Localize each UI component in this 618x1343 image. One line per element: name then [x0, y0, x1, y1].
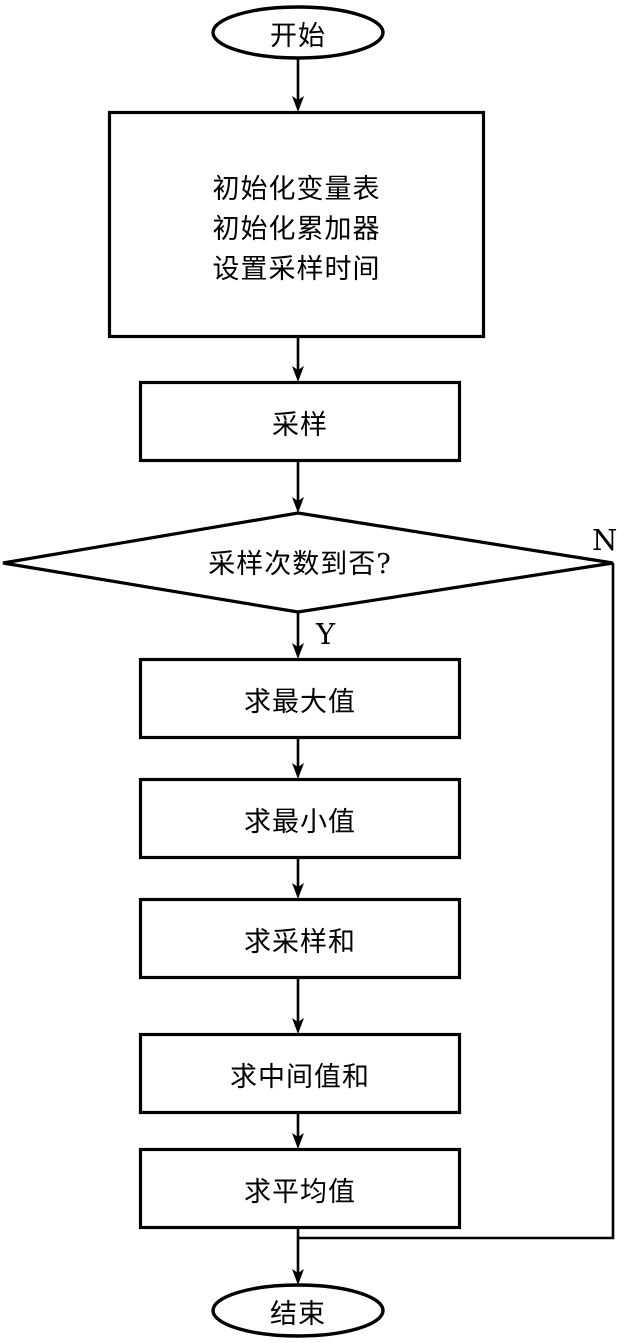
branch-label-no: N [592, 523, 618, 557]
arrow-start-to-init [292, 96, 304, 112]
avg-node-shape [138, 1147, 462, 1230]
branch-label-yes: Y [316, 617, 336, 651]
arrow-midsum-to-avg [292, 1133, 304, 1149]
end-node-shape [211, 1283, 385, 1338]
arrow-sample-to-decide [292, 497, 304, 513]
arrow-avg-to-end [292, 1269, 304, 1285]
init-node-shape [107, 110, 486, 339]
max-node-shape [138, 657, 462, 740]
arrow-min-to-sum [292, 883, 304, 899]
sum-node-shape [138, 897, 462, 980]
arrow-init-to-sample [292, 366, 304, 382]
arrow-sum-to-midsum [292, 1018, 304, 1034]
sample-node-shape [138, 380, 462, 463]
start-node-shape [211, 5, 385, 60]
arrow-max-to-min [292, 763, 304, 779]
min-node-shape [138, 777, 462, 860]
edge-decide-no-feedback [298, 563, 615, 1240]
arrow-decide-yes-to-max [292, 643, 304, 659]
midsum-node-shape [138, 1032, 462, 1115]
decision-node-shape [2, 511, 614, 614]
